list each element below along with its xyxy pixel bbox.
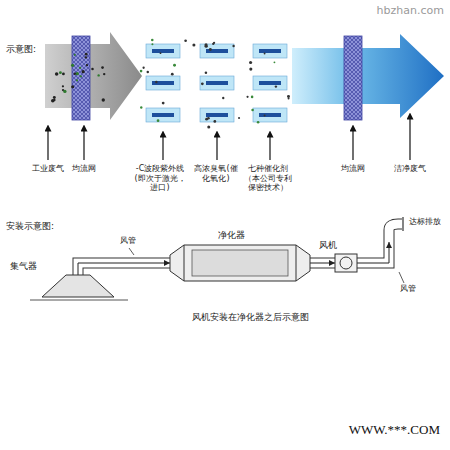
duct-bore (310, 259, 335, 268)
node-label: 达标排放 (409, 217, 441, 227)
flow-mesh (72, 36, 90, 120)
airflow-arrow (357, 242, 389, 263)
uv-lamps (146, 44, 287, 122)
duct-wall (357, 242, 389, 263)
caption: 风机安装在净化器之后示意图 (160, 312, 340, 323)
particles (51, 39, 290, 129)
node-shape (170, 245, 310, 281)
node-label: 净化器 (218, 230, 245, 241)
duct-bore (357, 242, 389, 263)
pointer-arrows (48, 116, 410, 160)
node-shape (335, 254, 357, 272)
hood: 集气器 (42, 275, 114, 297)
flow-mesh (344, 36, 362, 120)
node-shape (42, 275, 114, 297)
part-label: 均流网 (69, 164, 99, 174)
part-label: 均流网 (338, 164, 368, 174)
exhaust-outlet: 达标排放 (374, 216, 444, 242)
airflow-arrow (310, 263, 335, 264)
part-label: 七种催化剂（本公司专利保密技术） (242, 164, 294, 193)
section-heading: 示意图: (6, 44, 52, 55)
watermark: hbzhan.com (344, 4, 444, 17)
part-label: 高浓臭氧(催化氧化) (192, 164, 240, 183)
fan: 风机 (335, 254, 357, 272)
clean-gas-arrow (292, 34, 444, 118)
watermark: WWW.***.COM (300, 422, 440, 438)
purifier: 净化器 (170, 245, 310, 281)
part-label: 洁净废气 (390, 164, 430, 174)
duct-wall (310, 258, 335, 269)
part-label: 工业废气 (28, 164, 68, 174)
node-label: 风机 (319, 240, 337, 251)
waste-gas-arrow (45, 32, 142, 120)
node-label: 集气器 (10, 261, 37, 272)
floor-line (30, 300, 128, 301)
part-label: -C波段紫外线(即次于激光，进口) (132, 164, 188, 193)
part-label: 风管 (400, 284, 420, 294)
duct-wall (78, 263, 170, 275)
duct-bore (78, 263, 170, 275)
section-heading: 安装示意图: (6, 221, 66, 232)
airflow-arrow (78, 263, 170, 275)
part-label: 风管 (120, 236, 140, 246)
